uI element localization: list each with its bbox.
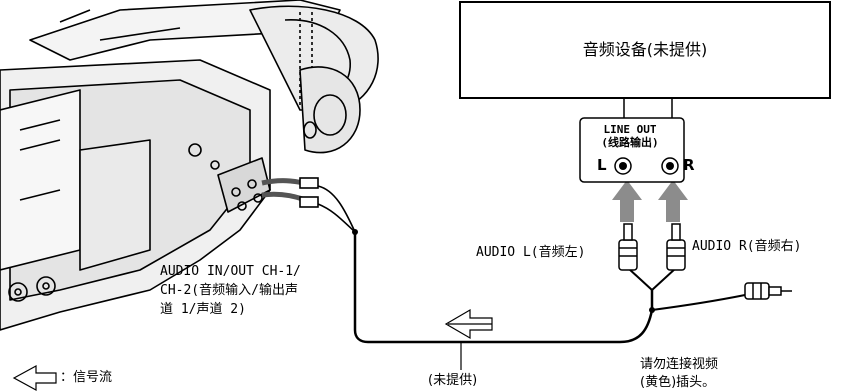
line-out-subtitle: (线路输出) — [601, 136, 659, 149]
video-note-line2: (黄色)插头。 — [640, 375, 716, 390]
camera-label-line2: CH-2(音频输入/输出声 — [160, 283, 298, 298]
camcorder-illustration — [0, 0, 379, 331]
camera-cables — [261, 177, 356, 233]
line-out-panel — [579, 117, 685, 183]
camera-connector-label: AUDIO IN/OUT CH-1/ CH-2(音频输入/输出声 道 1/声道 … — [160, 262, 301, 319]
video-plug-note: 请勿连接视频 (黄色)插头。 — [640, 356, 718, 392]
connect-arrow-left — [612, 180, 642, 222]
jack-label-left: L — [597, 156, 607, 174]
jack-label-right: R — [683, 156, 695, 174]
video-note-line1: 请勿连接视频 — [640, 357, 719, 372]
cable-not-supplied-label: (未提供) — [428, 373, 478, 388]
rca-plug-right — [666, 223, 686, 271]
plug-label-left: AUDIO L(音频左) — [476, 245, 586, 260]
camera-label-line3: 道 1/声道 2) — [160, 302, 246, 317]
camera-label-line1: AUDIO IN/OUT CH-1/ — [160, 264, 301, 279]
audio-device-title: 音频设备(未提供) — [582, 40, 708, 59]
rca-plug-video — [744, 282, 792, 300]
line-out-label: LINE OUT (线路输出) — [584, 123, 676, 149]
plug-label-right: AUDIO R(音频右) — [692, 239, 802, 254]
legend-arrow-icon — [12, 364, 57, 392]
audio-device-box — [459, 1, 831, 99]
rca-plug-left — [618, 223, 638, 271]
connect-arrow-right — [658, 180, 688, 222]
audio-cable — [353, 232, 654, 344]
legend-text: ：信号流 — [60, 370, 113, 385]
line-out-title: LINE OUT — [603, 123, 657, 136]
